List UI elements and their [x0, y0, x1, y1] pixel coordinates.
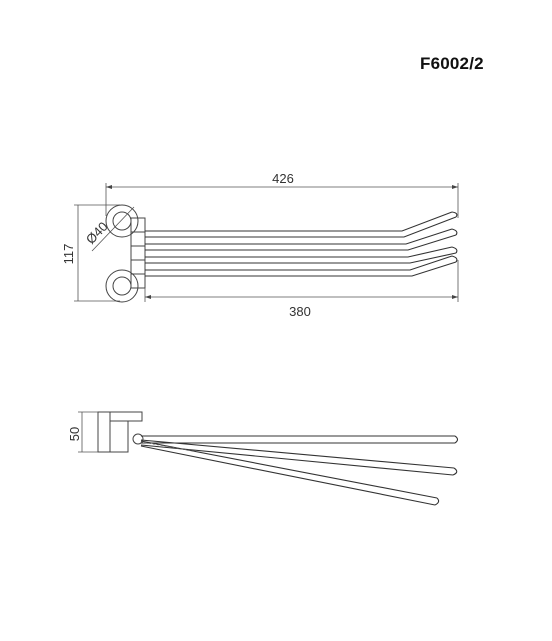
overall-length-label: 426	[272, 171, 294, 186]
height-label: 117	[61, 244, 76, 265]
lower-rosette-inner	[112, 276, 132, 296]
arrow-right-2	[452, 295, 458, 299]
arm-3	[145, 246, 458, 264]
upper-rosette-inner	[112, 211, 132, 231]
arrow-left-2	[145, 295, 151, 299]
swivel-body	[130, 217, 146, 289]
pivot-knob	[132, 433, 144, 445]
wall-plate	[97, 411, 111, 453]
arm-2	[145, 228, 458, 251]
lower-rosette-outer	[105, 269, 139, 303]
mount-top	[109, 411, 143, 422]
projection-label: 50	[67, 427, 82, 441]
model-code: F6002/2	[420, 54, 484, 73]
top-arm-mid	[140, 439, 458, 476]
arm-4	[145, 255, 458, 277]
arm-length-label: 380	[289, 304, 311, 319]
hidden-line	[140, 441, 201, 453]
diameter-leader	[91, 206, 135, 252]
arm-1	[145, 211, 458, 238]
upper-rosette-outer	[105, 204, 139, 238]
arrow-left	[106, 185, 112, 189]
top-arm-wide	[140, 440, 440, 506]
arrow-right	[452, 185, 458, 189]
top-arm-straight	[141, 435, 459, 444]
front-view: 426 117 Ø40	[61, 171, 459, 319]
mount-body	[109, 420, 129, 453]
top-view: 50	[67, 411, 459, 506]
